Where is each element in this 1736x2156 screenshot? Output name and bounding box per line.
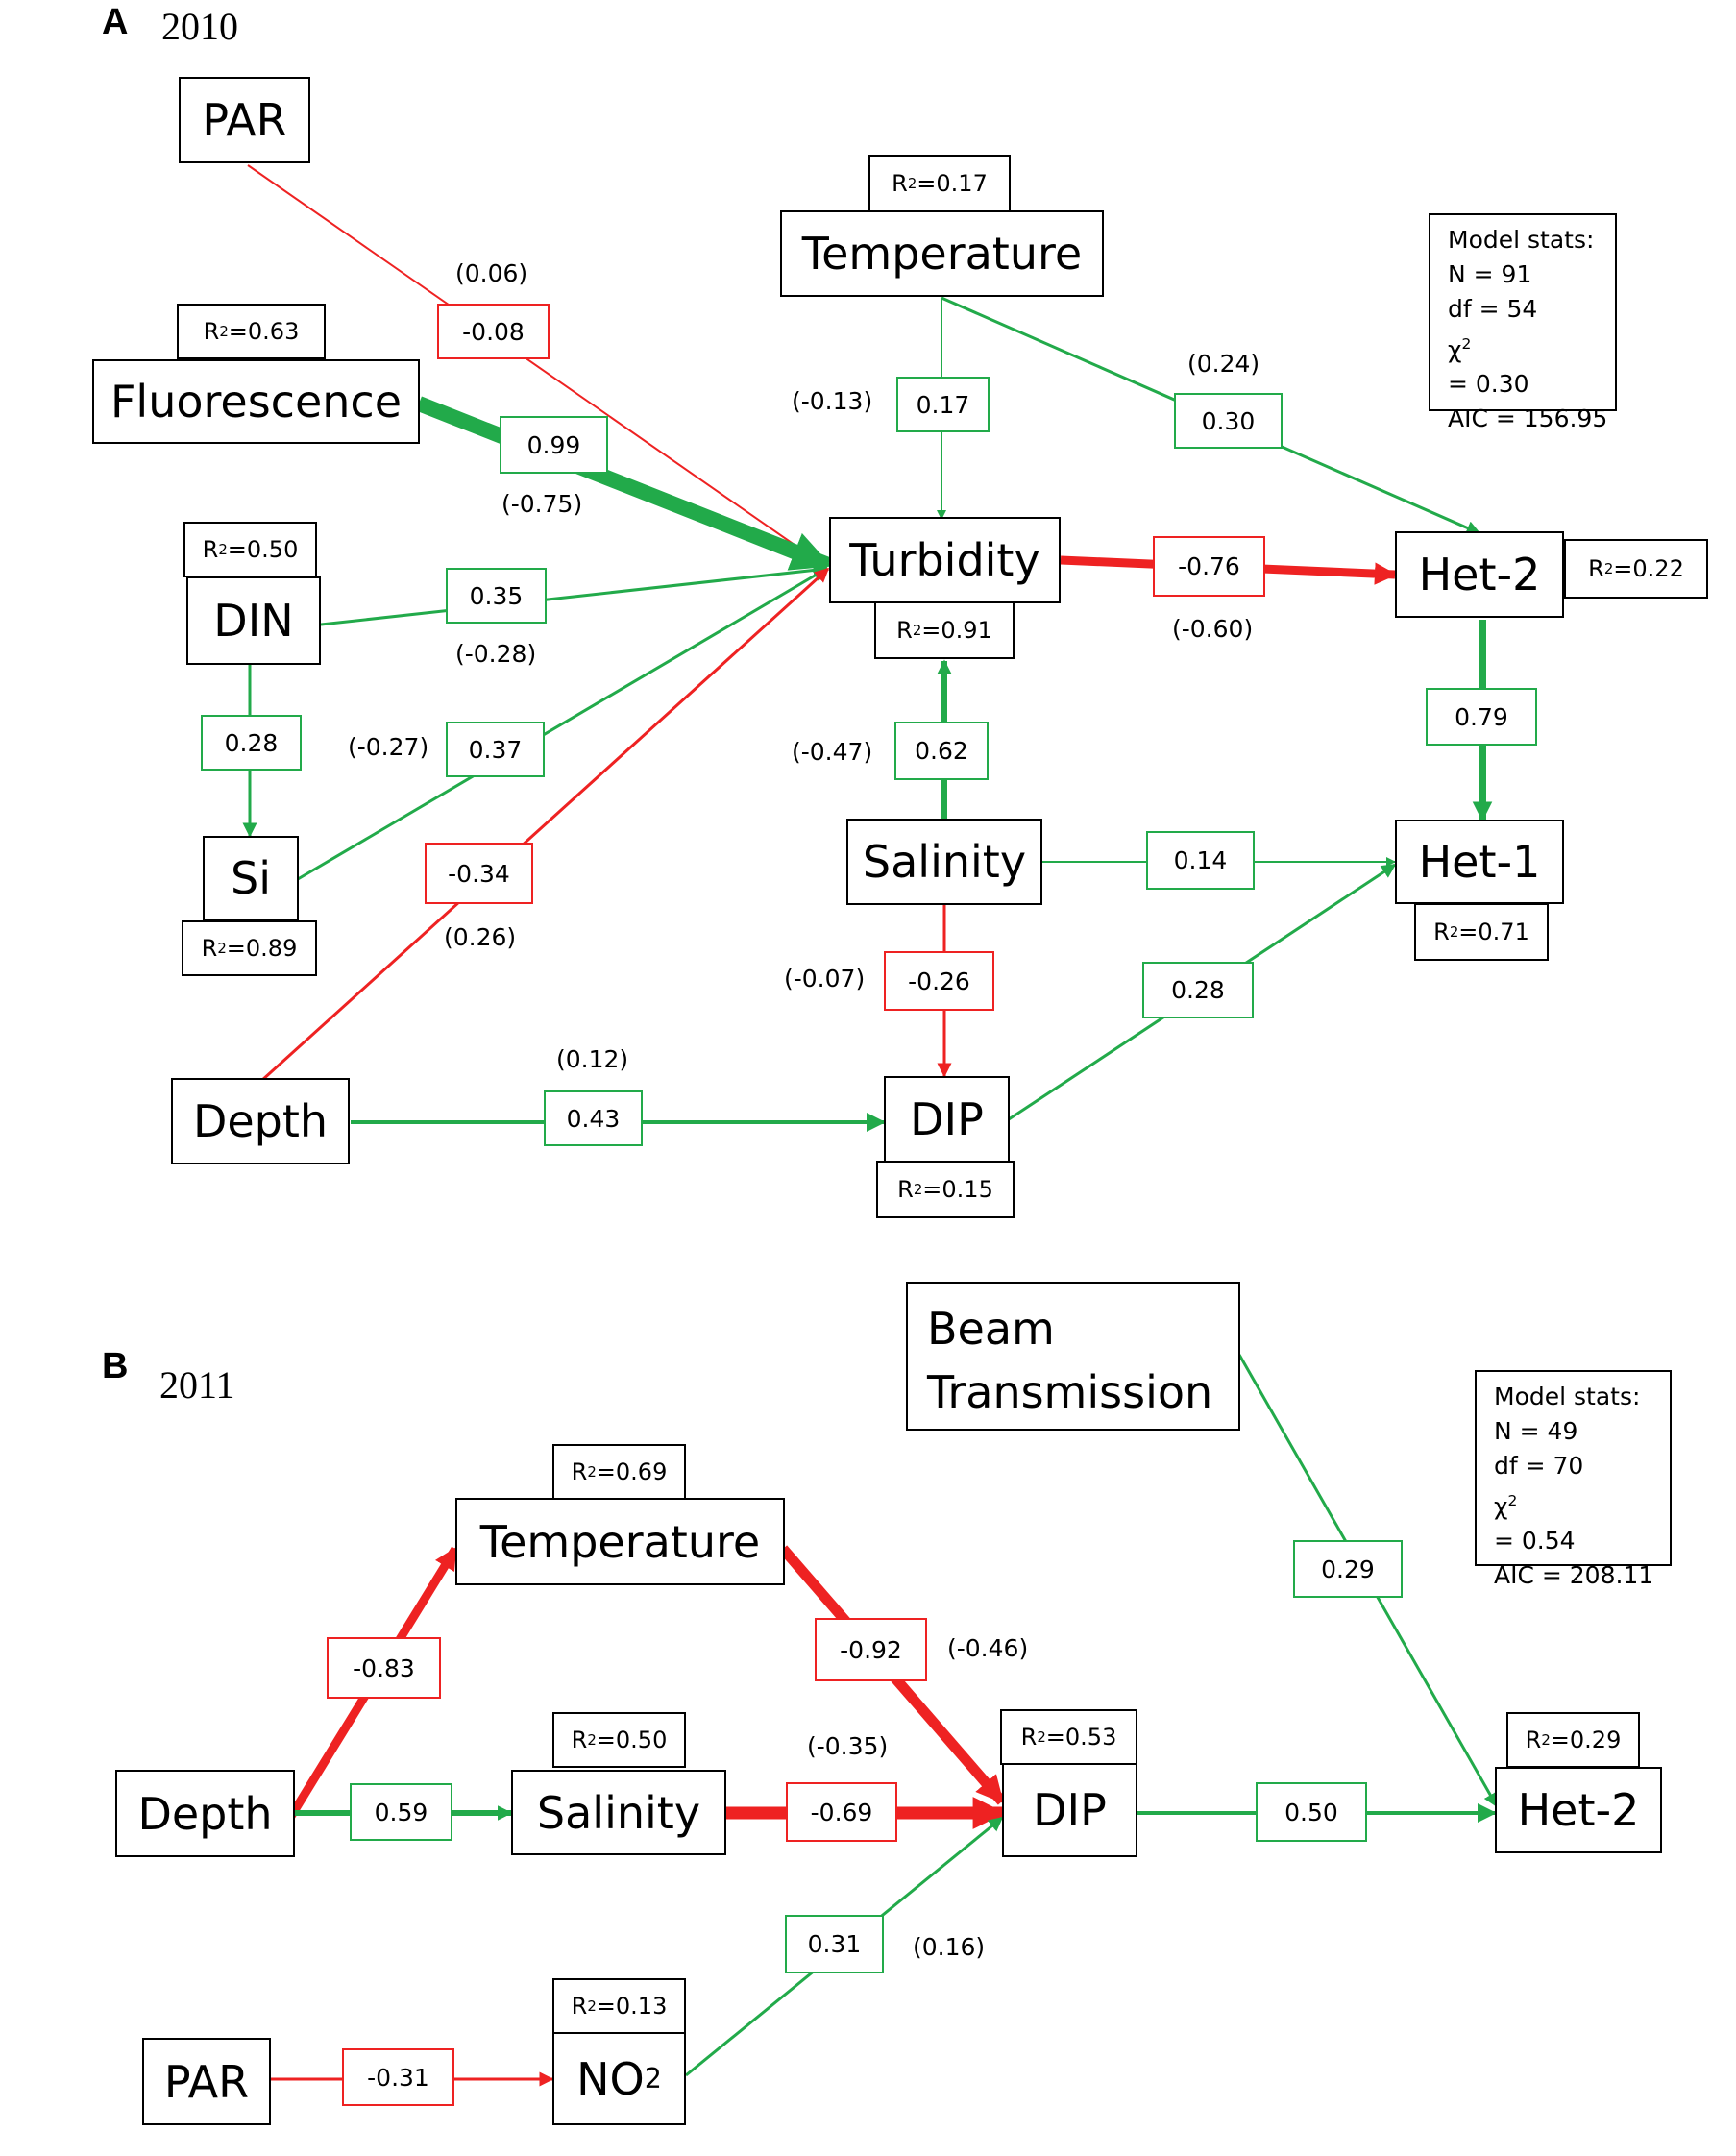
node-salinity-b: Salinity [511, 1770, 726, 1855]
model-stats-a: Model stats: N = 91 df = 54 χ2 = 0.30 AI… [1429, 213, 1617, 432]
arrow-si-turbidity [297, 567, 828, 881]
coef-depth-salinity: 0.59 [350, 1783, 452, 1841]
arrow-din-turbidity [320, 563, 828, 626]
panel-year-a: 2010 [161, 5, 238, 48]
node-turbidity: Turbidity [829, 517, 1061, 603]
coef-dip-het2: 0.50 [1256, 1782, 1367, 1842]
node-salinity-a: Salinity [846, 819, 1042, 905]
alt-temperature-dip: (-0.46) [947, 1634, 1029, 1662]
alt-temperature-turbidity: (-0.13) [792, 387, 873, 415]
alt-temperature-het2: (0.24) [1187, 350, 1260, 378]
coef-depth-temperature: -0.83 [327, 1637, 441, 1699]
coef-turbidity-het2: -0.76 [1153, 536, 1265, 597]
model-stats-df-a: df = 54 [1448, 295, 1538, 323]
alt-si-turbidity: (-0.27) [348, 733, 429, 761]
alt-depth-dip: (0.12) [556, 1045, 629, 1073]
node-het2-a: Het-2 [1395, 531, 1564, 618]
model-stats-aic-a: AIC = 156.95 [1448, 404, 1608, 433]
coef-din-si: 0.28 [201, 715, 302, 771]
alt-salinity-turbidity: (-0.47) [792, 738, 873, 766]
coef-fluorescence-turbidity: 0.99 [500, 416, 608, 474]
alt-salinity-dip: (-0.07) [784, 965, 866, 992]
alt-no2-dip: (0.16) [913, 1933, 986, 1961]
coef-si-turbidity: 0.37 [446, 722, 545, 777]
coef-salinity-turbidity: 0.62 [894, 722, 989, 780]
panel-letter-b: B [102, 1346, 129, 1386]
node-dip-a: DIP [884, 1076, 1010, 1163]
alt-par-turbidity: (0.06) [455, 259, 528, 287]
node-din: DIN [186, 576, 321, 665]
node-beam-transmission: Beam Transmission [906, 1282, 1240, 1431]
node-beam-line2: Transmission [927, 1366, 1213, 1418]
node-fluorescence: Fluorescence [92, 359, 420, 444]
node-si: Si [203, 836, 299, 920]
panel-letter-a: A [102, 2, 129, 42]
node-temperature-a: Temperature [780, 210, 1104, 297]
alt-din-turbidity: (-0.28) [455, 640, 537, 668]
arrow-fluorescence-turbidity [416, 396, 832, 573]
coef-dip-het1: 0.28 [1142, 962, 1254, 1018]
coef-depth-turbidity: -0.34 [425, 843, 533, 904]
alt-fluorescence-turbidity: (-0.75) [501, 490, 583, 518]
coef-het2-het1: 0.79 [1426, 688, 1537, 746]
coef-depth-dip: 0.43 [544, 1090, 643, 1146]
coef-temperature-dip: -0.92 [815, 1618, 927, 1681]
alt-salinity-dip-b: (-0.35) [807, 1732, 889, 1760]
coef-salinity-dip-b: -0.69 [786, 1782, 897, 1842]
node-depth-a: Depth [171, 1078, 350, 1164]
coef-temperature-het2: 0.30 [1174, 393, 1283, 449]
arrow-depth-turbidity [259, 567, 830, 1083]
coef-no2-dip: 0.31 [785, 1915, 884, 1973]
node-het2-b: Het-2 [1495, 1767, 1662, 1853]
coef-par-no2: -0.31 [342, 2048, 454, 2106]
node-par-a: PAR [179, 77, 310, 163]
panel-year-b: 2011 [159, 1363, 235, 1407]
coef-din-turbidity: 0.35 [446, 568, 547, 624]
model-stats-aic-b: AIC = 208.11 [1494, 1561, 1654, 1590]
model-stats-n-a: N = 91 [1448, 260, 1532, 288]
node-par-b: PAR [142, 2038, 271, 2125]
coef-temperature-turbidity: 0.17 [896, 377, 990, 432]
node-dip-b: DIP [1002, 1763, 1137, 1857]
coef-salinity-het1: 0.14 [1146, 831, 1255, 890]
coef-salinity-dip: -0.26 [884, 951, 994, 1011]
alt-turbidity-het2: (-0.60) [1172, 615, 1254, 643]
model-stats-title-b: Model stats: [1494, 1383, 1641, 1410]
node-depth-b: Depth [115, 1770, 295, 1857]
model-stats-title-a: Model stats: [1448, 226, 1595, 254]
model-stats-n-b: N = 49 [1494, 1417, 1578, 1445]
coef-par-turbidity: -0.08 [437, 304, 550, 359]
node-beam-line1: Beam [927, 1303, 1055, 1355]
alt-depth-turbidity: (0.26) [444, 923, 517, 951]
model-stats-df-b: df = 70 [1494, 1452, 1584, 1480]
arrow-par-turbidity [247, 164, 827, 568]
node-het1: Het-1 [1395, 820, 1564, 904]
model-stats-b: Model stats: N = 49 df = 70 χ2 = 0.54 AI… [1475, 1370, 1672, 1589]
model-stats-chi2-a: χ2 = 0.30 [1448, 335, 1529, 399]
model-stats-chi2-b: χ2 = 0.54 [1494, 1492, 1576, 1556]
node-temperature-b: Temperature [455, 1498, 785, 1585]
coef-beam-het2: 0.29 [1293, 1540, 1403, 1598]
